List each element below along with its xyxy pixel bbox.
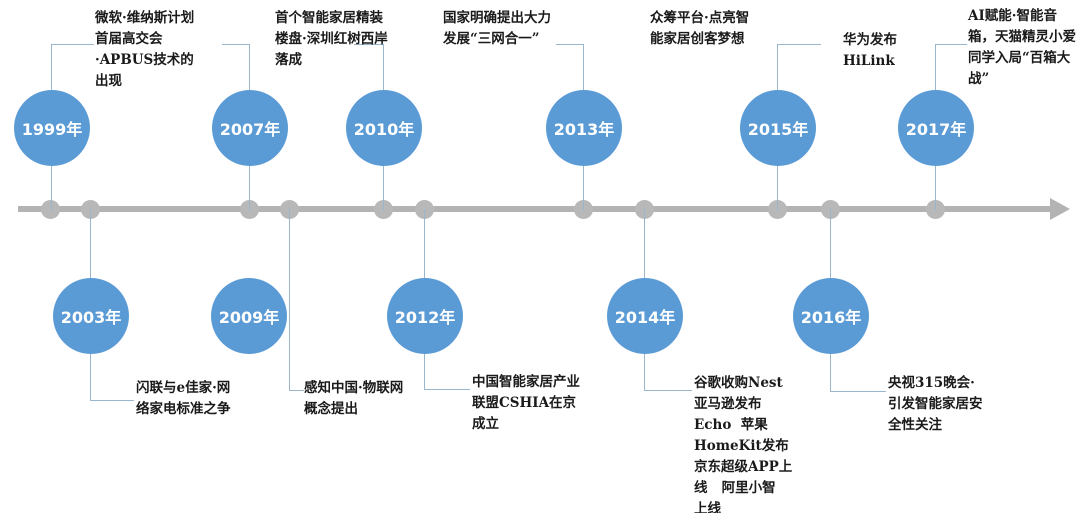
connector-arm-2009 (289, 390, 304, 392)
timeline-axis-line (18, 206, 1060, 212)
timeline-axis-arrow-icon (1050, 198, 1070, 220)
year-node-1999[interactable]: 1999年 (14, 90, 90, 166)
connector-stem-2009 (289, 209, 291, 390)
axis-dot (40, 199, 60, 219)
connector-arm-2013 (556, 44, 584, 46)
connector-arm-2015 (777, 44, 821, 46)
connector-arm-2003 (90, 400, 134, 402)
note-2010: 国家明确提出大力发展“三网合一” (443, 10, 551, 47)
connector-arm-2014 (644, 390, 692, 392)
connector-arm-2007 (222, 44, 250, 46)
year-node-2009[interactable]: 2009年 (211, 278, 287, 354)
note-2007: 首个智能家居精装楼盘·深圳红树西岸落成 (275, 10, 388, 68)
year-node-2016[interactable]: 2016年 (793, 278, 869, 354)
connector-arm-2017 (935, 44, 967, 46)
note-2013: 众筹平台·点亮智能家居创客梦想 (650, 10, 750, 47)
connector-arm-2010 (354, 44, 384, 46)
year-node-2014[interactable]: 2014年 (607, 278, 683, 354)
note-2012: 中国智能家居产业联盟CSHIA在京成立 (472, 374, 580, 432)
note-2003: 闪联与e佳家·网络家电标准之争 (136, 380, 231, 417)
note-1999: 微软·维纳斯计划首届高交会·APBUS技术的出现 (95, 10, 195, 89)
connector-arm-2012 (424, 389, 470, 391)
year-node-2012[interactable]: 2012年 (387, 278, 463, 354)
note-2016: 央视315晚会·引发智能家居安全性关注 (888, 375, 983, 433)
note-2009: 感知中国·物联网概念提出 (304, 380, 404, 417)
year-node-2007[interactable]: 2007年 (212, 90, 288, 166)
note-2014: 谷歌收购Nest 亚马逊发布 Echo 苹果 HomeKit发布 京东超级APP… (694, 375, 793, 513)
year-node-2003[interactable]: 2003年 (53, 278, 129, 354)
year-node-2017[interactable]: 2017年 (898, 90, 974, 166)
year-node-2013[interactable]: 2013年 (546, 90, 622, 166)
year-node-2010[interactable]: 2010年 (346, 90, 422, 166)
note-2017: AI赋能·智能音箱，天猫精灵小爱同学入局“百箱大战” (968, 8, 1076, 87)
connector-arm-2016 (830, 391, 886, 393)
connector-arm-1999 (51, 44, 94, 46)
note-2015: 华为发布HiLink (843, 32, 897, 69)
year-node-2015[interactable]: 2015年 (740, 90, 816, 166)
